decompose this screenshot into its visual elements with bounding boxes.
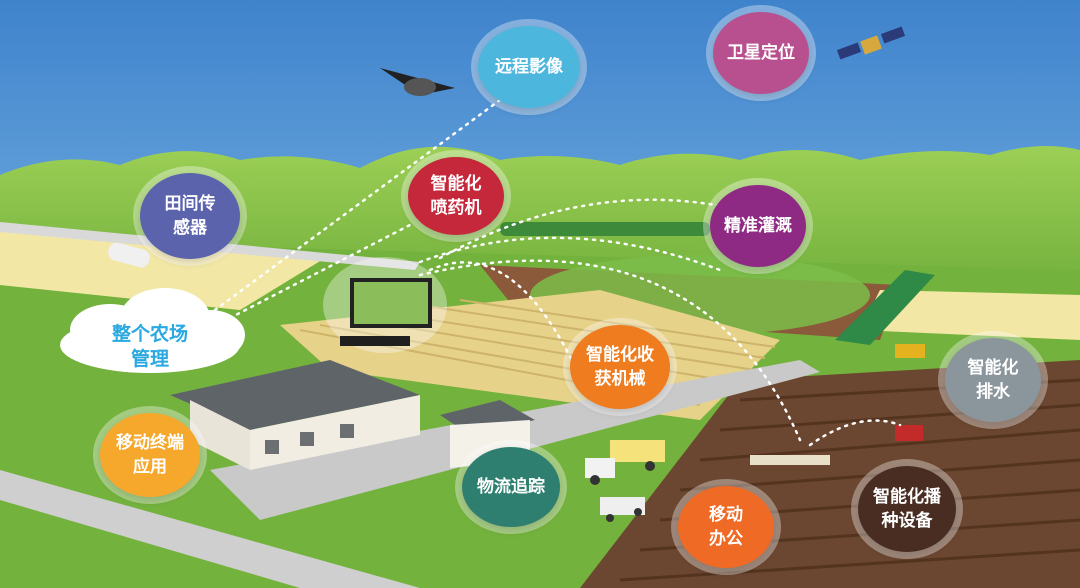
road-lower [0,470,420,588]
cloud [60,288,245,373]
seeder-drill [750,455,830,465]
computer-monitor [323,257,447,353]
hedge [835,270,935,345]
remote-imaging-label: 远程影像 [495,57,563,77]
smart-drainage-bubble: 智能化 排水 [945,338,1041,422]
link-arc-1 [418,236,722,272]
yellow-field-left [0,225,330,310]
tractor [895,344,925,358]
satellite-positioning-bubble: 卫星定位 [713,12,809,94]
link-remote-imaging [213,98,502,312]
mobile-terminal-app-label: 移动终端 应用 [116,433,184,477]
mobile-terminal-app-bubble: 移动终端 应用 [100,413,200,497]
precision-irrigation-label: 精准灌溉 [724,216,792,236]
smart-harvester-bubble: 智能化收 获机械 [570,325,670,409]
mobile-office-bubble: 移动 办公 [678,486,774,568]
link-seeder [808,419,902,447]
truck [585,440,665,485]
whole-farm-management-label: 整个农场 管理 [111,323,188,370]
field-sensors-bubble: 田间传 感器 [140,173,240,259]
farmhouse [170,360,420,470]
link-field-sensors [228,223,412,320]
smart-seeding-equipment-label: 智能化播 种设备 [873,487,941,531]
smart-sprayer-label: 智能化 喷药机 [430,174,482,218]
drone [380,68,455,96]
precision-irrigation-bubble: 精准灌溉 [710,185,806,267]
logistics-tracking-bubble: 物流追踪 [462,447,560,527]
red-sprayer [895,425,923,441]
logistics-tracking-label: 物流追踪 [477,477,545,497]
smart-harvester-label: 智能化收 获机械 [586,345,654,389]
link-arc-3 [418,259,802,442]
satellite-positioning-label: 卫星定位 [727,43,795,63]
mobile-office-label: 移动 办公 [709,505,743,549]
smart-sprayer-bubble: 智能化 喷药机 [408,157,504,235]
smart-drainage-label: 智能化 排水 [967,358,1019,402]
smart-seeding-equipment-bubble: 智能化播 种设备 [858,466,956,552]
yellow-field-right [860,290,1080,340]
field-sensor-device [108,242,150,268]
link-arc-2 [428,261,592,402]
field-sensors-label: 田间传 感器 [164,194,216,238]
satellite [836,26,906,60]
pickup-truck [600,497,645,522]
remote-imaging-bubble: 远程影像 [478,26,580,108]
